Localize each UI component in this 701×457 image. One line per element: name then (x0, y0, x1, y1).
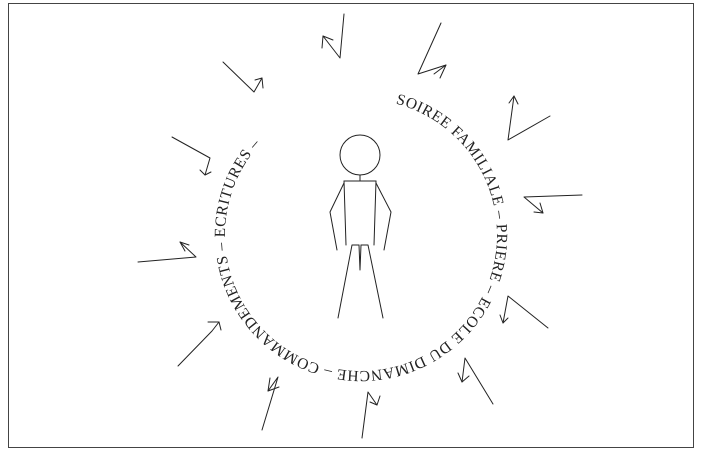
arrow-3 (223, 62, 262, 92)
figure-crotch (359, 245, 361, 270)
figure-head (340, 135, 380, 175)
figure-left-arm (330, 183, 344, 250)
arrow-head-9 (208, 322, 221, 330)
figure-torso-left (344, 181, 346, 245)
stick-figure (330, 135, 391, 318)
arrow-8 (503, 296, 548, 328)
arrow-9 (178, 322, 219, 366)
arrow-11 (262, 377, 278, 430)
arrow-10 (462, 358, 493, 404)
figure-left-leg (338, 245, 359, 318)
figure-right-arm (376, 183, 391, 250)
arrow-7 (138, 242, 196, 262)
arrow-12 (362, 392, 377, 438)
arrow-6 (524, 195, 582, 213)
arrow-4 (508, 96, 550, 140)
figure-torso-right (374, 181, 376, 245)
arrow-2 (418, 23, 446, 74)
arrow-5 (172, 137, 210, 175)
arrow-1 (323, 14, 344, 58)
arrow-head-10 (458, 373, 469, 382)
figure-right-leg (361, 245, 383, 318)
